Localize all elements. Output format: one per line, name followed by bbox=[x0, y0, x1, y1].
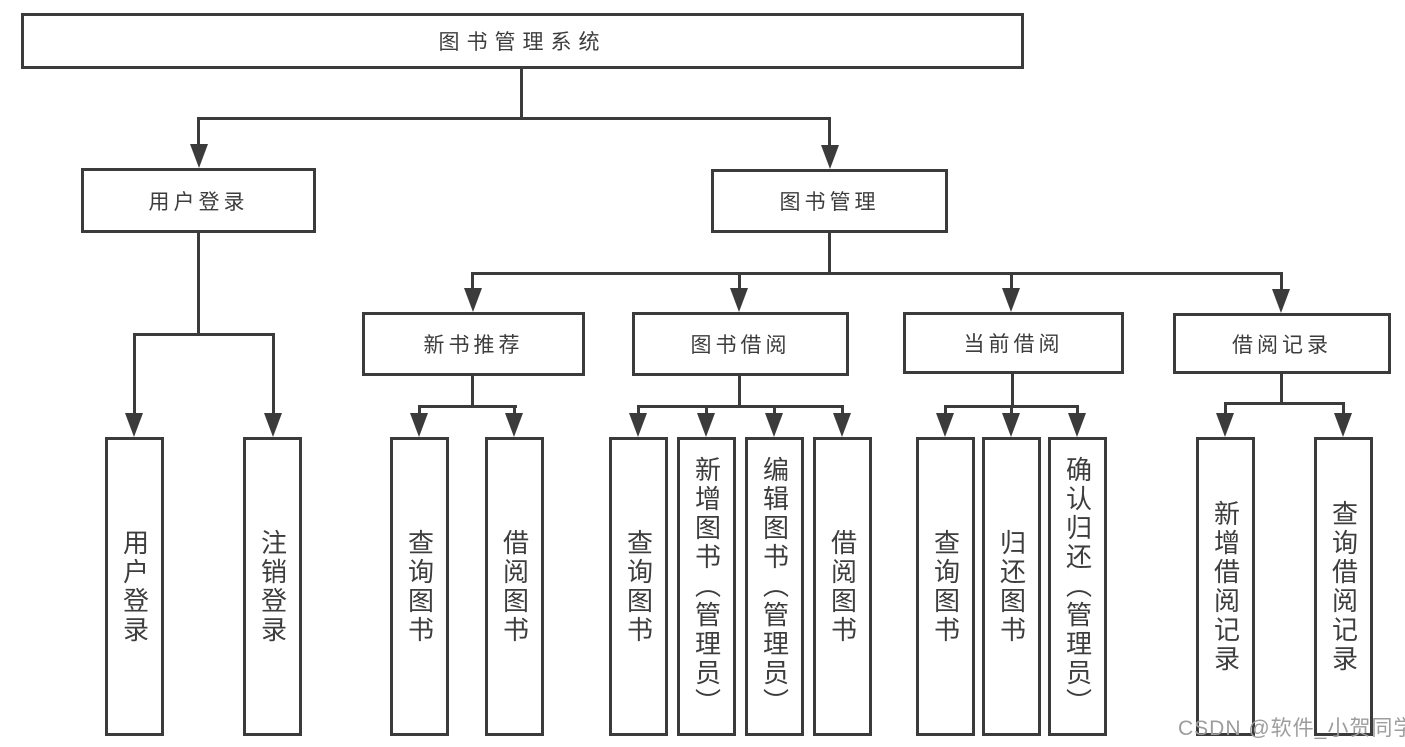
leaf-label: 借阅图书 bbox=[827, 528, 858, 645]
arrow-down-icon bbox=[1334, 413, 1352, 437]
connector-line bbox=[471, 272, 1283, 275]
connector-line bbox=[471, 375, 474, 408]
arrow-down-icon bbox=[765, 413, 783, 437]
connector-line bbox=[828, 117, 831, 148]
leaf-node-add-borrow-record: 新增借阅记录 bbox=[1196, 437, 1255, 736]
connector-line bbox=[738, 272, 741, 291]
leaf-label: 查询图书 bbox=[623, 528, 654, 645]
leaf-node-user-login: 用户登录 bbox=[105, 437, 164, 736]
connector-line bbox=[133, 333, 136, 417]
arrow-down-icon bbox=[1272, 289, 1290, 313]
connector-line bbox=[1342, 402, 1345, 417]
leaf-node-logout: 注销登录 bbox=[243, 437, 302, 736]
connector-line bbox=[773, 405, 776, 417]
leaf-label: 新增借阅记录 bbox=[1210, 499, 1241, 674]
node-label: 当前借阅 bbox=[963, 333, 1064, 356]
connector-line bbox=[197, 232, 200, 336]
node-label: 图书借阅 bbox=[690, 334, 791, 357]
node-label: 用户登录 bbox=[148, 190, 249, 214]
node-label: 图书管理系统 bbox=[438, 31, 607, 54]
leaf-node-query-books-1: 查询图书 bbox=[390, 437, 449, 736]
connector-line bbox=[272, 333, 275, 417]
arrow-down-icon bbox=[833, 413, 851, 437]
tree-node-root: 图书管理系统 bbox=[21, 13, 1024, 69]
connector-line bbox=[738, 375, 741, 408]
tree-node-book-borrowing: 图书借阅 bbox=[632, 312, 849, 376]
connector-line bbox=[418, 405, 421, 417]
connector-line bbox=[197, 117, 831, 120]
connector-line bbox=[828, 232, 831, 275]
connector-line bbox=[637, 405, 640, 417]
connector-line bbox=[471, 272, 474, 291]
connector-line bbox=[1010, 405, 1013, 417]
leaf-label: 查询图书 bbox=[930, 528, 961, 645]
leaf-label: 归还图书 bbox=[996, 528, 1027, 645]
connector-line bbox=[418, 405, 517, 408]
leaf-label: 查询图书 bbox=[404, 528, 435, 645]
node-label: 借阅记录 bbox=[1232, 333, 1332, 357]
leaf-label: 用户登录 bbox=[119, 528, 150, 645]
connector-line bbox=[133, 333, 275, 336]
arrow-down-icon bbox=[629, 413, 647, 437]
tree-node-current-borrowing: 当前借阅 bbox=[903, 312, 1124, 374]
tree-node-borrow-records: 借阅记录 bbox=[1173, 313, 1391, 374]
arrow-down-icon bbox=[821, 145, 839, 169]
leaf-label: 注销登录 bbox=[257, 528, 288, 645]
connector-line bbox=[944, 405, 947, 417]
arrow-down-icon bbox=[264, 413, 282, 437]
tree-node-new-book-recommend: 新书推荐 bbox=[362, 312, 585, 376]
leaf-node-add-books-admin: 新增图书（管理员） bbox=[677, 437, 736, 736]
connector-line bbox=[1011, 373, 1014, 408]
arrow-down-icon bbox=[505, 413, 523, 437]
arrow-down-icon bbox=[730, 288, 748, 312]
connector-line bbox=[520, 67, 523, 119]
node-label: 图书管理 bbox=[779, 191, 880, 214]
leaf-label: 编辑图书（管理员） bbox=[759, 456, 790, 717]
connector-line bbox=[705, 405, 708, 417]
arrow-down-icon bbox=[1002, 288, 1020, 312]
arrow-down-icon bbox=[410, 413, 428, 437]
leaf-node-confirm-return-admin: 确认归还（管理员） bbox=[1048, 437, 1107, 736]
arrow-down-icon bbox=[464, 288, 482, 312]
connector-line bbox=[841, 405, 844, 417]
arrow-down-icon bbox=[1002, 413, 1020, 437]
connector-line bbox=[637, 405, 844, 408]
arrow-down-icon bbox=[1216, 413, 1234, 437]
connector-line bbox=[1224, 402, 1345, 405]
connector-line bbox=[1280, 374, 1283, 405]
tree-node-book-management: 图书管理 bbox=[711, 169, 948, 233]
leaf-label: 新增图书（管理员） bbox=[691, 456, 722, 717]
leaf-node-query-borrow-record: 查询借阅记录 bbox=[1314, 437, 1373, 736]
leaf-node-edit-books-admin: 编辑图书（管理员） bbox=[745, 437, 804, 736]
watermark-text: CSDN @软件_小贺同学 bbox=[1178, 717, 1405, 740]
leaf-node-return-books: 归还图书 bbox=[982, 437, 1041, 736]
leaf-label: 确认归还（管理员） bbox=[1062, 456, 1093, 717]
arrow-down-icon bbox=[936, 413, 954, 437]
connector-line bbox=[197, 117, 200, 148]
arrow-down-icon bbox=[125, 413, 143, 437]
leaf-node-borrow-books-2: 借阅图书 bbox=[813, 437, 872, 736]
leaf-label: 查询借阅记录 bbox=[1328, 499, 1359, 674]
leaf-node-borrow-books-1: 借阅图书 bbox=[485, 437, 544, 736]
connector-line bbox=[1076, 405, 1079, 417]
leaf-node-query-books-2: 查询图书 bbox=[609, 437, 668, 736]
connector-line bbox=[513, 405, 516, 417]
leaf-label: 借阅图书 bbox=[499, 528, 530, 645]
connector-line bbox=[1280, 272, 1283, 291]
node-label: 新书推荐 bbox=[423, 334, 524, 357]
arrow-down-icon bbox=[697, 413, 715, 437]
tree-node-user-login: 用户登录 bbox=[81, 168, 316, 233]
arrow-down-icon bbox=[1068, 413, 1086, 437]
connector-line bbox=[1010, 272, 1013, 291]
leaf-node-query-books-3: 查询图书 bbox=[916, 437, 975, 736]
arrow-down-icon bbox=[190, 144, 208, 168]
connector-line bbox=[1224, 402, 1227, 417]
